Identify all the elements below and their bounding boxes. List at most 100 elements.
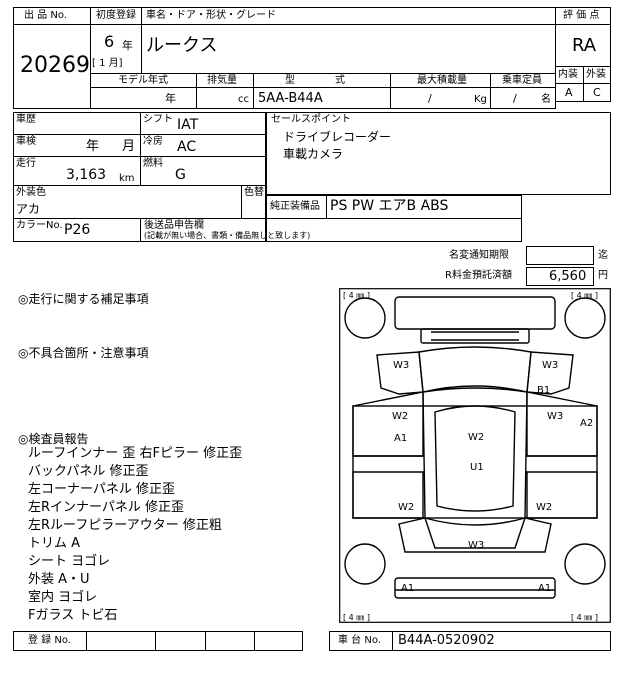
- rear-left-wheel: [344, 543, 386, 585]
- score-label: 評 価 点: [563, 10, 600, 21]
- specs-box: [13, 112, 266, 242]
- ac-label: 冷房: [143, 136, 163, 147]
- divider: [141, 7, 142, 73]
- damage-mark: W3: [542, 360, 559, 371]
- car-name-label: 車名・ドア・形状・グレード: [146, 10, 276, 21]
- shift-label: シフト: [143, 114, 173, 125]
- name-change-field: [526, 246, 594, 265]
- inspector-report-line: シート ヨゴレ: [28, 554, 111, 569]
- divider: [13, 24, 91, 25]
- damage-mark: W2: [468, 432, 485, 443]
- damage-mark: W2: [398, 502, 415, 513]
- registration-number-box: [13, 631, 303, 651]
- registration-number-label: 登 録 No.: [28, 635, 71, 646]
- name-change-label: 名変通知期限: [449, 250, 509, 261]
- divider: [205, 631, 206, 651]
- front-bumper-outline: [394, 296, 556, 330]
- car-condition-diagram: [339, 288, 611, 623]
- damage-mark: W2: [392, 411, 409, 422]
- divider: [196, 73, 197, 109]
- max-load-label: 最大積載量: [417, 75, 467, 86]
- divider: [90, 24, 556, 25]
- rear-right-wheel: [564, 543, 606, 585]
- mileage-unit: km: [119, 173, 135, 184]
- exterior-label: 外装: [586, 69, 606, 80]
- divider: [390, 73, 391, 109]
- interior-label: 内装: [558, 69, 578, 80]
- displacement-unit: cc: [238, 94, 249, 105]
- inspector-report-line: Fガラス トビ石: [28, 608, 118, 623]
- lot-number: 20269: [20, 53, 90, 78]
- roof-outline: [422, 385, 528, 526]
- lot-number-label: 出 品 No.: [24, 10, 67, 21]
- first-registration-month: [ 1 月]: [92, 58, 123, 69]
- inspector-report-line: 外装 A・U: [28, 572, 90, 587]
- inspector-report-line: 左Rルーフピラーアウター 修正粗: [28, 518, 222, 533]
- inspection-year: 年: [86, 139, 100, 154]
- divider: [583, 66, 584, 102]
- exterior-color-value: アカ: [16, 202, 41, 216]
- divider: [90, 87, 556, 88]
- damage-mark: U1: [470, 462, 484, 473]
- max-load-value: /: [428, 92, 432, 105]
- name-change-unit: 迄: [598, 250, 608, 261]
- inspection-month: 月: [122, 139, 136, 154]
- exterior-color-label: 外装色: [16, 187, 46, 198]
- documents-label: 後送品申告欄: [144, 220, 204, 231]
- inspector-report-line: 左コーナーパネル 修正歪: [28, 482, 176, 497]
- tire-depth-front-right: [ 4 ㎜ ]: [571, 291, 598, 300]
- chassis-number-value: B44A-0520902: [398, 633, 495, 648]
- divider: [254, 631, 255, 651]
- front-left-panel: [376, 351, 424, 395]
- recycle-unit: 円: [598, 270, 608, 281]
- divider: [13, 156, 266, 157]
- shift-value: IAT: [177, 117, 199, 133]
- tire-depth-rear-left: [ 4 ㎜ ]: [343, 613, 370, 622]
- recycle-field: [526, 267, 594, 286]
- divider: [155, 631, 156, 651]
- year-unit: 年: [122, 39, 133, 52]
- car-name: ルークス: [146, 35, 218, 56]
- left-front-door: [352, 391, 424, 457]
- divider: [555, 24, 611, 25]
- divider: [392, 631, 393, 651]
- type-value: 5AA-B44A: [258, 91, 323, 106]
- interior-score: A: [565, 86, 573, 99]
- divider: [90, 73, 556, 74]
- damage-mark: W3: [393, 360, 410, 371]
- damage-mark: W3: [547, 411, 564, 422]
- divider: [326, 195, 327, 218]
- divider: [266, 218, 522, 219]
- divider: [140, 218, 141, 242]
- front-right-panel: [526, 351, 574, 395]
- sales-point-item: 車載カメラ: [283, 147, 344, 161]
- rear-panel: [398, 517, 552, 553]
- inspector-report-title: ◎検査員報告: [18, 432, 89, 446]
- max-load-unit: Kg: [474, 94, 487, 105]
- defects-title: ◎不具合箇所・注意事項: [18, 346, 149, 360]
- color-no-label: カラーNo.: [16, 220, 63, 231]
- damage-mark: A1: [394, 433, 408, 444]
- fuel-value: G: [175, 167, 186, 183]
- divider: [86, 631, 87, 651]
- divider: [13, 134, 266, 135]
- chassis-number-label: 車 台 No.: [338, 635, 381, 646]
- sales-point-item: ドライブレコーダー: [283, 130, 392, 144]
- model-year-label: モデル年式: [118, 75, 168, 86]
- damage-mark: W2: [536, 502, 553, 513]
- divider: [490, 73, 491, 109]
- roof-panel: [434, 405, 516, 512]
- documents-note: (記載が無い場合、書類・備品無しと致します): [144, 231, 311, 240]
- damage-mark: W3: [468, 540, 485, 551]
- divider: [13, 218, 266, 219]
- capacity-unit: 名: [541, 94, 551, 105]
- hood-panel: [418, 346, 532, 393]
- color-no-value: P26: [64, 222, 91, 238]
- recycle-value: 6,560: [549, 269, 587, 284]
- displacement-label: 排気量: [207, 75, 237, 86]
- history-label: 車歴: [16, 114, 36, 125]
- tire-depth-front-left: [ 4 ㎜ ]: [343, 291, 370, 300]
- driving-notes-title: ◎走行に関する補足事項: [18, 292, 149, 306]
- inspector-report-line: ルーフインナー 歪 右Fピラー 修正歪: [28, 446, 243, 461]
- fuel-label: 燃料: [143, 158, 163, 169]
